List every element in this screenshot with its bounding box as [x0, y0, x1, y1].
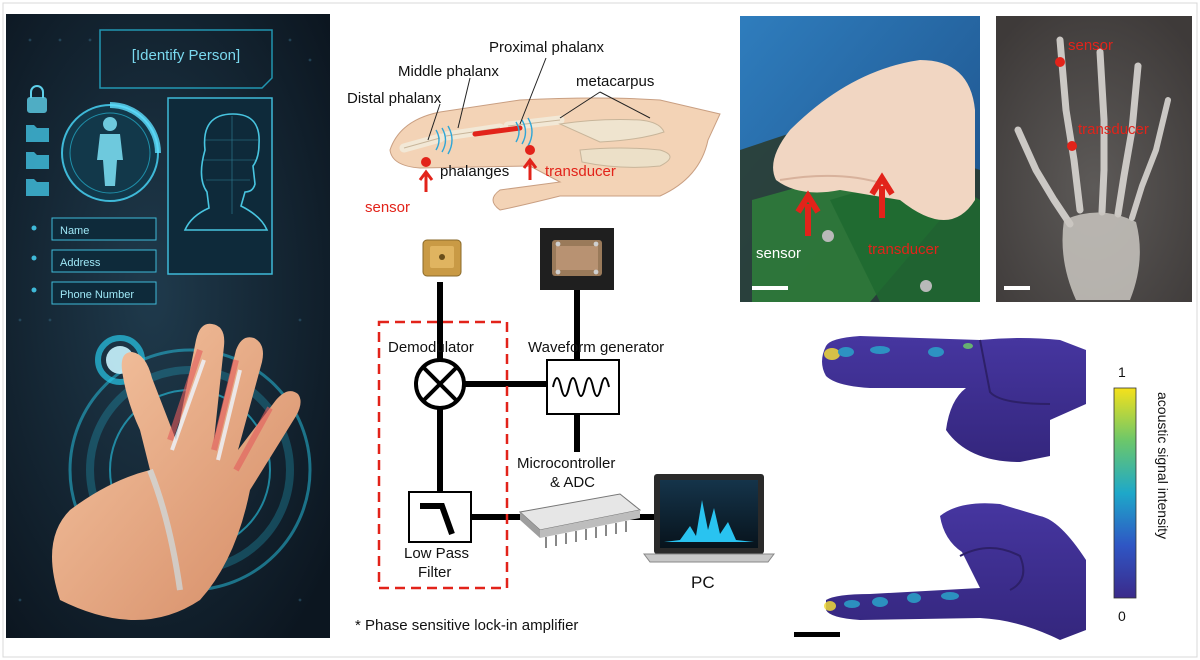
transducer-dot — [525, 145, 535, 155]
xray-scale-bar — [1004, 286, 1030, 290]
microcontroller-label: Microcontroller — [517, 455, 615, 472]
waveform-generator-label: Waveform generator — [528, 339, 664, 356]
signal-wires — [437, 282, 656, 520]
transducer-photo — [540, 228, 614, 290]
photo-sensor-label: sensor — [756, 245, 801, 262]
person-silhouette-icon — [97, 117, 123, 186]
address-field: Address — [31, 249, 157, 273]
xray-bones — [1014, 36, 1171, 228]
label-middle-phalanx: Middle phalanx — [398, 63, 499, 80]
block-diagram: Demodulator Waveform generator Microcont… — [355, 228, 775, 634]
colorbar-label: acoustic signal intensity — [1155, 392, 1171, 539]
folder-icons — [26, 125, 49, 196]
sensor-photo: sensor transducer — [740, 16, 980, 302]
folder-icon — [26, 125, 49, 142]
microcontroller-chip — [518, 493, 642, 548]
phone-field-label: Phone Number — [60, 289, 134, 301]
lock-in-footnote: * Phase sensitive lock-in amplifier — [355, 617, 578, 634]
xray-transducer-label: transducer — [1078, 121, 1149, 138]
colorbar-min: 0 — [1118, 608, 1126, 624]
hud-title-frame — [99, 29, 273, 89]
low-pass-label: Low Pass — [404, 545, 469, 562]
label-distal-phalanx: Distal phalanx — [347, 90, 442, 107]
waveform-generator-block — [546, 359, 620, 415]
sensor-dot — [421, 157, 431, 167]
acoustic-waves — [435, 117, 533, 155]
label-proximal-phalanx: Proximal phalanx — [489, 39, 605, 56]
body-scan-dial — [61, 102, 161, 202]
finger-anatomy: Proximal phalanx Middle phalanx Distal p… — [347, 39, 721, 216]
transducer-arrow — [522, 157, 538, 180]
label-metacarpus: metacarpus — [576, 73, 654, 90]
colorbar-max: 1 — [1118, 364, 1126, 380]
map-scale-bar — [794, 632, 840, 637]
name-field-label: Name — [60, 225, 89, 237]
finger-model-top — [822, 336, 1086, 462]
xray-sensor-label: sensor — [1068, 37, 1113, 54]
identity-form: Name Address Phone Number — [31, 217, 157, 305]
photo-scale-bar — [752, 286, 788, 290]
name-field: Name — [31, 217, 157, 241]
folder-icon — [26, 152, 49, 169]
finger-model-bottom — [824, 503, 1086, 640]
hand-illustration — [52, 323, 301, 620]
pc-laptop-icon — [643, 474, 775, 563]
anatomy-leaders — [427, 57, 651, 141]
label-transducer: transducer — [545, 163, 616, 180]
low-pass-filter-block — [408, 491, 472, 543]
phone-field: Phone Number — [31, 281, 157, 305]
sensor-chip — [422, 239, 462, 277]
xray-sensor-dot — [1055, 57, 1065, 67]
pc-label: PC — [691, 573, 715, 592]
photo-transducer-label: transducer — [868, 241, 939, 258]
label-phalanges: phalanges — [440, 163, 509, 180]
head-scan-panel — [167, 97, 273, 275]
demodulator-symbol — [414, 358, 466, 410]
hud-grid — [18, 38, 312, 602]
address-field-label: Address — [60, 257, 101, 269]
label-sensor: sensor — [365, 199, 410, 216]
adc-label: & ADC — [550, 474, 595, 491]
colorbar — [1113, 387, 1137, 599]
photo-transducer-arrow — [869, 172, 895, 218]
folder-icon — [26, 179, 49, 196]
biometric-illustration: [Identify Person] — [6, 14, 330, 638]
lock-icon — [27, 85, 47, 113]
xray-transducer-dot — [1067, 141, 1077, 151]
photo-sensor-arrow — [795, 190, 821, 236]
signal-intensity-maps: 1 0 acoustic signal intensity — [794, 336, 1171, 640]
filter-label: Filter — [418, 564, 451, 581]
xray-image: sensor transducer — [996, 16, 1192, 302]
sensor-arrow — [418, 169, 434, 192]
demodulator-label: Demodulator — [388, 339, 474, 356]
lock-in-amplifier-box — [377, 320, 509, 590]
photo-hand — [773, 60, 975, 220]
identify-title: [Identify Person] — [132, 47, 240, 64]
